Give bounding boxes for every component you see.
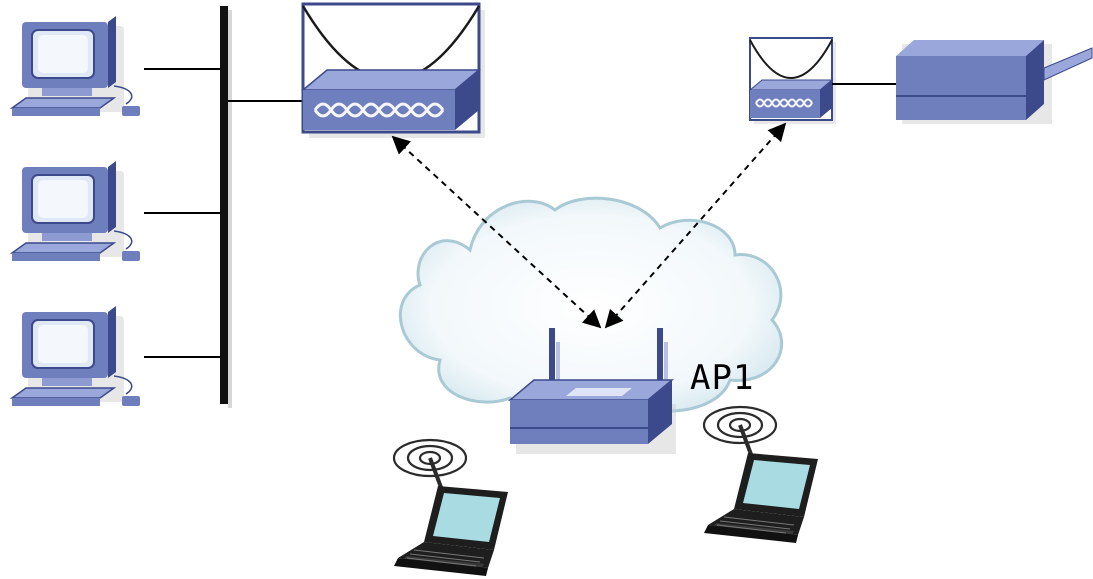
- printer-icon: [896, 40, 1093, 124]
- wireless-laptop-icon: [702, 405, 820, 545]
- wireless-bridge-icon: [300, 2, 485, 138]
- desktop-computer-icon: [11, 305, 141, 407]
- link-bridge-ap-dashed: [604, 122, 787, 329]
- access-point-label: AP1: [690, 358, 755, 398]
- desktop-computer-icon: [11, 15, 141, 117]
- desktop-computer-icon: [11, 160, 141, 262]
- link-bridge-ap-dashed: [391, 135, 602, 329]
- access-point-icon: [507, 328, 676, 454]
- wireless-bridge-icon: [748, 37, 836, 124]
- wireless-laptop-icon: [392, 438, 510, 578]
- ethernet-bus: [220, 6, 228, 404]
